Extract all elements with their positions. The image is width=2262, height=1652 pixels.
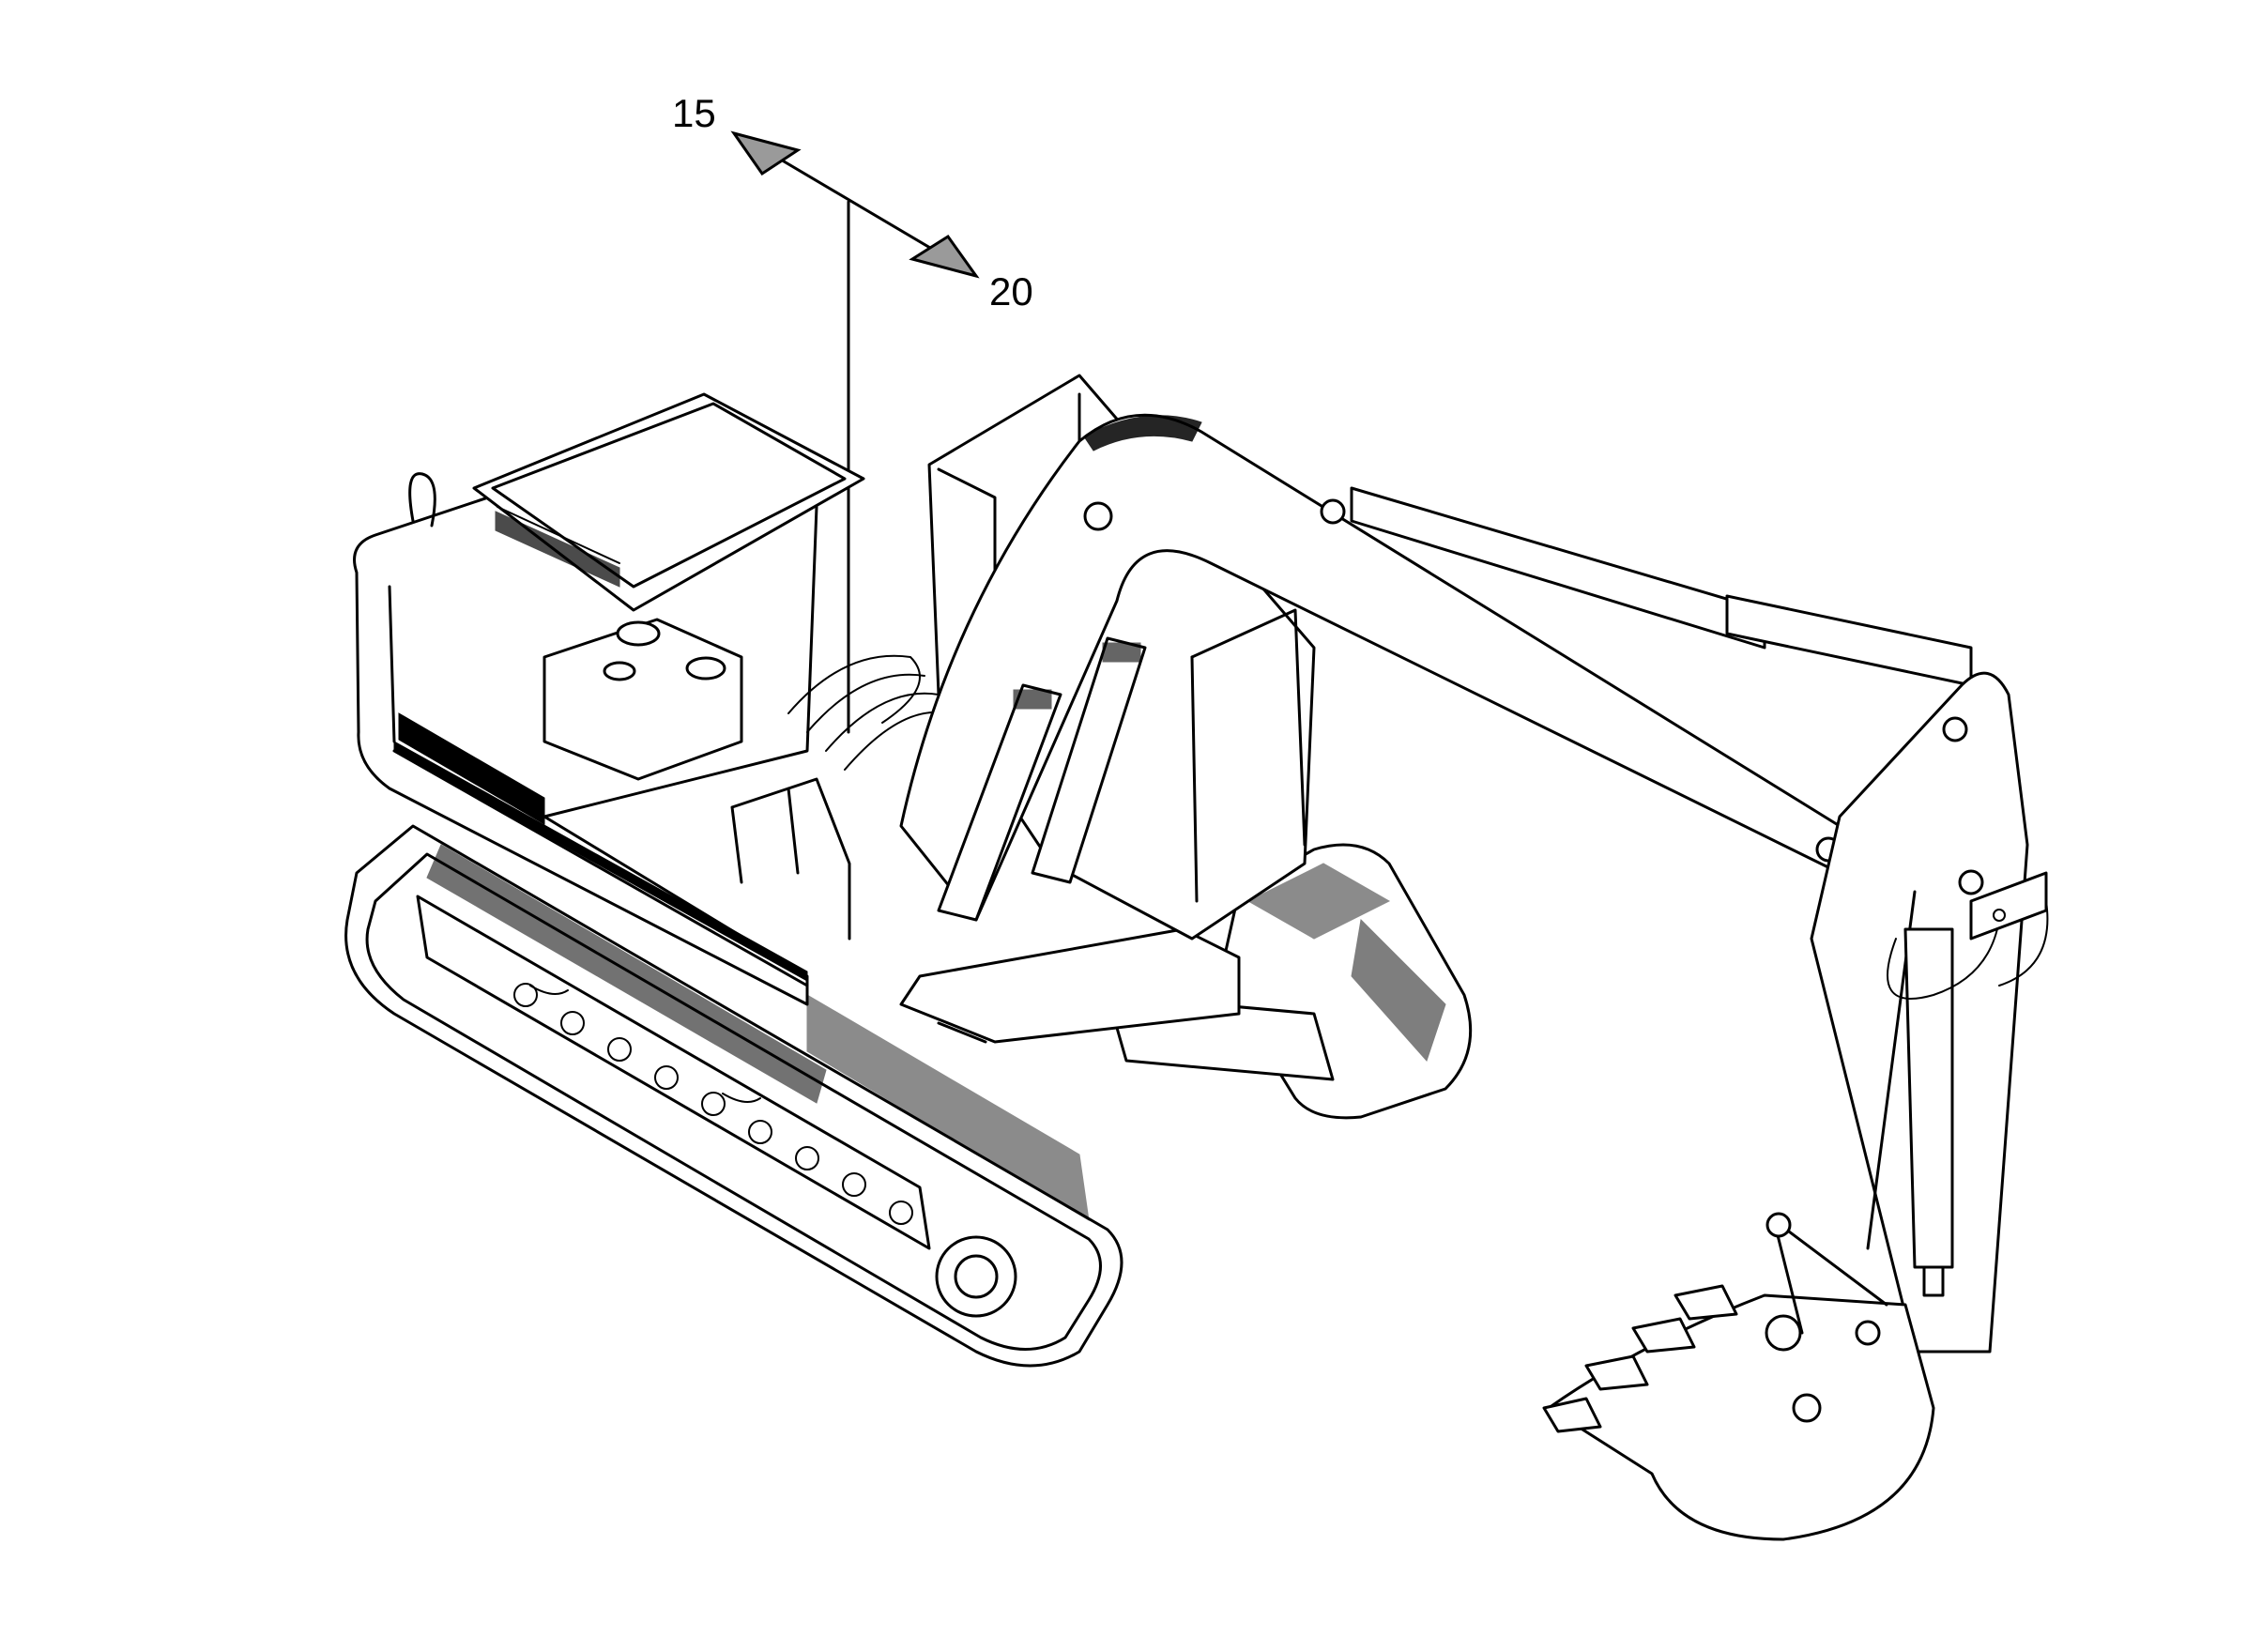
boom-cylinders bbox=[937, 636, 1147, 922]
reference-numeral-20: 20 bbox=[989, 269, 1033, 314]
bucket-cylinder bbox=[1887, 919, 2000, 1297]
left-crawler-track bbox=[344, 824, 1123, 1368]
stick-cylinder bbox=[1350, 486, 1973, 687]
reference-numeral-15: 15 bbox=[672, 91, 716, 135]
boom bbox=[899, 413, 1842, 922]
bucket-teeth bbox=[1542, 1284, 1738, 1433]
upper-structure bbox=[353, 392, 865, 1006]
direction-axis bbox=[730, 130, 980, 734]
arrowhead-20 bbox=[909, 234, 980, 279]
hose-coil bbox=[787, 654, 949, 771]
bucket bbox=[1542, 1212, 1935, 1541]
track-rollers bbox=[513, 983, 913, 1225]
connector-block bbox=[1969, 871, 2049, 987]
brand-logo bbox=[398, 712, 545, 825]
arrowhead-15 bbox=[730, 130, 802, 176]
